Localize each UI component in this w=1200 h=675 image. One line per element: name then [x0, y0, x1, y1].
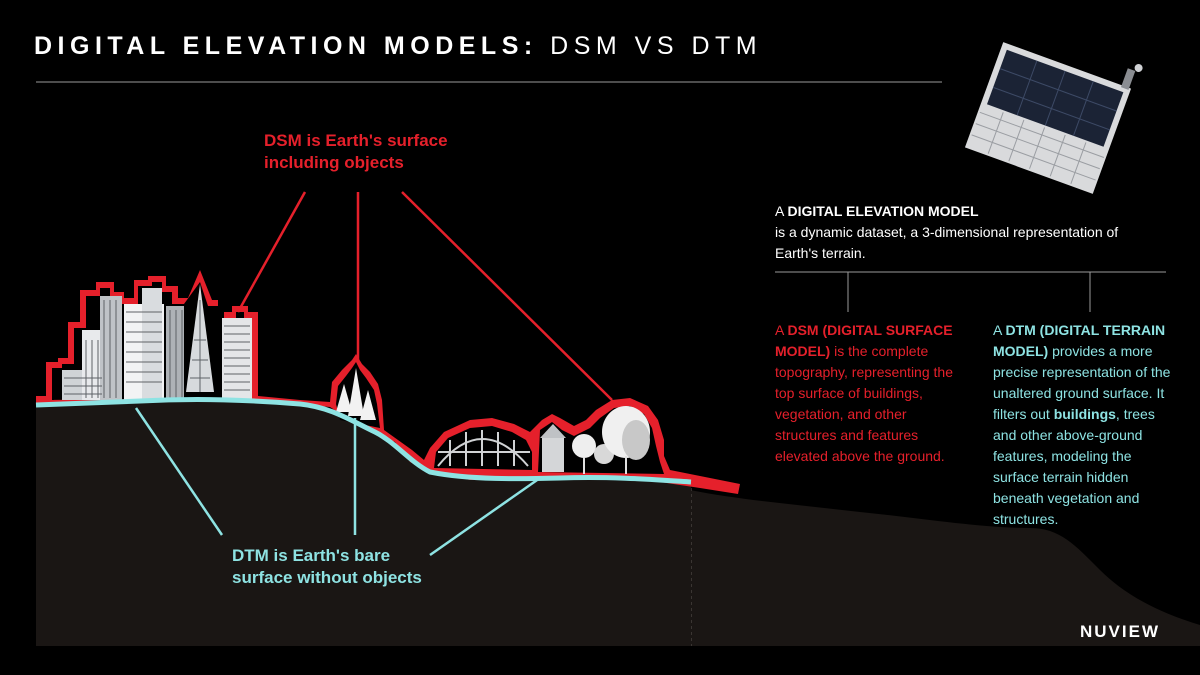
building: [222, 318, 252, 400]
dtm-prefix: A: [993, 322, 1002, 338]
house-roof: [540, 424, 566, 438]
building: [142, 288, 162, 400]
bridge: [437, 430, 530, 467]
building: [100, 296, 122, 400]
dsm-callout-line1: DSM is Earth's surface: [264, 131, 448, 150]
title-light: DSM VS DTM: [550, 32, 763, 60]
building: [166, 306, 184, 400]
dtm-body-1: provides a more precise representation o…: [993, 343, 1171, 422]
dtm-body-2: , trees and other above-ground features,…: [993, 406, 1155, 527]
dtm-callout-line1: DTM is Earth's bare: [232, 546, 391, 565]
dtm-callout: DTM is Earth's bare surface without obje…: [232, 545, 422, 589]
satellite-illustration: [964, 42, 1143, 194]
pine-tree: [360, 390, 376, 420]
round-tree: [622, 420, 650, 460]
building-windows: [64, 300, 250, 398]
dtm-leader-lines: [134, 407, 541, 557]
definition-bracket: [775, 271, 1166, 312]
dem-definition: A DIGITAL ELEVATION MODEL is a dynamic d…: [775, 201, 1147, 264]
dtm-callout-line2: surface without objects: [232, 568, 422, 587]
ground-cross-section: [36, 399, 691, 646]
dsm-prefix: A: [775, 322, 784, 338]
dtm-surface-line: [35, 397, 692, 485]
round-tree: [572, 434, 596, 458]
house: [542, 436, 564, 472]
dtm-emphasis: buildings: [1053, 406, 1116, 422]
pine-tree: [336, 384, 352, 412]
dem-prefix: A: [775, 203, 784, 219]
park-objects: [540, 406, 650, 474]
dsm-body: is the complete topography, representing…: [775, 343, 953, 464]
dem-term: DIGITAL ELEVATION MODEL: [787, 203, 979, 219]
dsm-leader-lines: [236, 191, 613, 401]
title-bold: DIGITAL ELEVATION MODELS:: [34, 32, 538, 60]
dsm-callout: DSM is Earth's surface including objects: [264, 130, 448, 174]
dsm-description: A DSM (DIGITAL SURFACE MODEL) is the com…: [775, 320, 970, 467]
dem-body: is a dynamic dataset, a 3-dimensional re…: [775, 224, 1119, 261]
page-title: DIGITAL ELEVATION MODELS: DSM VS DTM: [34, 32, 762, 61]
city-buildings: [62, 284, 252, 400]
dsm-callout-line2: including objects: [264, 153, 404, 172]
nuview-logo: NUVIEW: [1080, 622, 1160, 641]
distant-ground: [690, 490, 1200, 646]
dsm-term: DSM (DIGITAL SURFACE MODEL): [775, 322, 953, 359]
pine-tree: [348, 368, 364, 416]
dtm-term: DTM (DIGITAL TERRAIN MODEL): [993, 322, 1166, 359]
dtm-description: A DTM (DIGITAL TERRAIN MODEL) provides a…: [993, 320, 1175, 530]
pine-trees: [336, 368, 376, 420]
